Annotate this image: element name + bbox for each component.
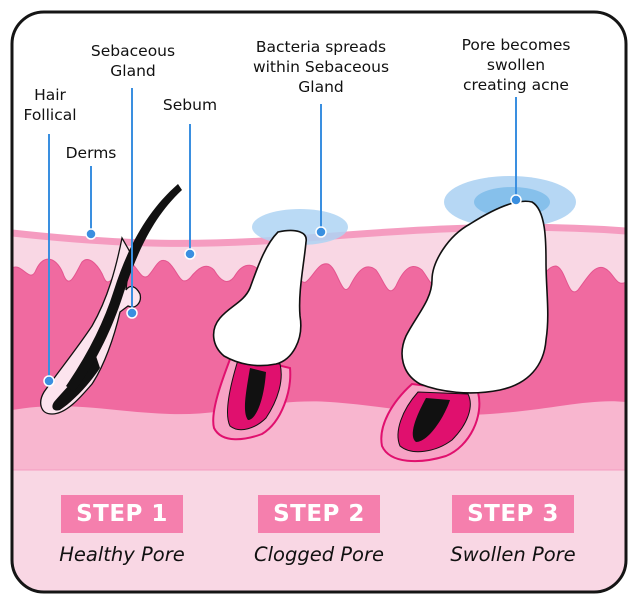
step-3-caption: Swollen Pore: [450, 543, 576, 566]
pointer-lines: [48, 88, 517, 380]
label-bacteria-line3: Gland: [298, 78, 344, 96]
hair-follicle: [40, 236, 142, 415]
label-sebaceous-gland: Sebaceous Gland: [78, 41, 188, 81]
label-hair-follicle-line2: Follical: [23, 106, 77, 124]
step-3-badge: STEP 3: [452, 495, 574, 533]
label-derms-text: Derms: [65, 144, 117, 162]
label-sebaceous-gland-line1: Sebaceous: [90, 42, 176, 60]
sebum-plug: [212, 229, 307, 367]
swollen-hair: [412, 398, 450, 442]
label-swollen-line1: Pore becomes: [461, 36, 571, 54]
label-swollen-line2: swollen: [486, 56, 546, 74]
label-sebaceous-gland-line2: Gland: [110, 62, 156, 80]
label-swollen: Pore becomes swollen creating acne: [446, 35, 586, 95]
label-sebum: Sebum: [150, 95, 230, 115]
step-2-caption: Clogged Pore: [254, 543, 384, 566]
step-1-caption: Healthy Pore: [59, 543, 185, 566]
hair-shaft: [66, 184, 182, 392]
clogged-hair: [244, 368, 266, 420]
label-swollen-line3: creating acne: [463, 76, 569, 94]
label-hair-follicle: Hair Follical: [18, 85, 82, 125]
step-1-badge: STEP 1: [61, 495, 183, 533]
step-2-badge: STEP 2: [258, 495, 380, 533]
subcutaneous-layer: [12, 401, 626, 470]
pointer-dots: [43, 194, 522, 387]
swollen-sebum: [401, 200, 549, 394]
label-bacteria-line1: Bacteria spreads: [255, 38, 387, 56]
label-derms: Derms: [56, 143, 126, 163]
label-sebum-text: Sebum: [162, 96, 218, 114]
label-bacteria-line2: within Sebaceous: [252, 58, 390, 76]
label-hair-follicle-line1: Hair: [34, 86, 66, 104]
label-bacteria: Bacteria spreads within Sebaceous Gland: [236, 37, 406, 97]
diagram-frame: [10, 10, 628, 594]
